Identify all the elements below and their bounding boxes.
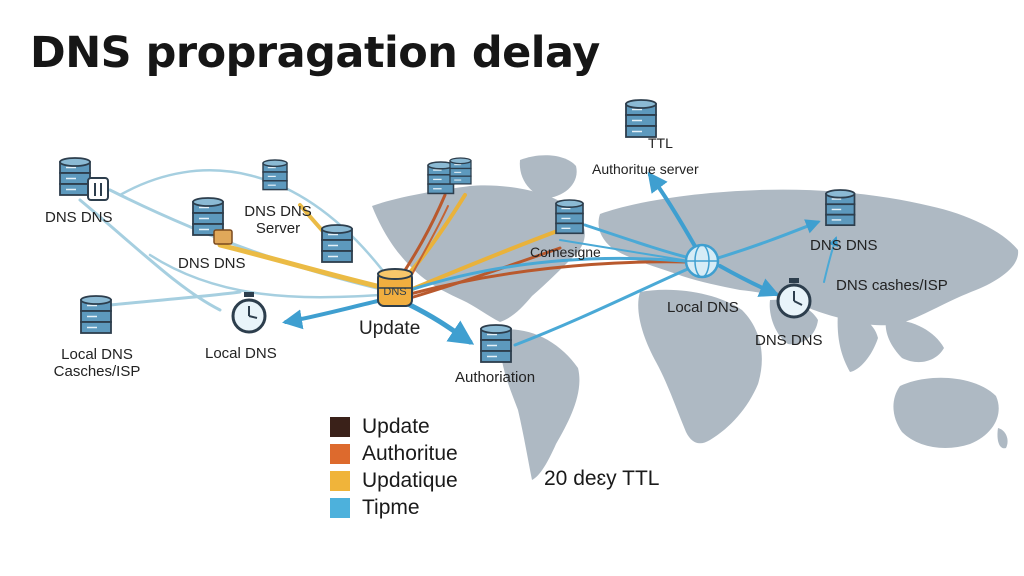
label-local-dns-mid: Local DNS <box>205 345 277 362</box>
connection-wide-arc <box>118 169 392 282</box>
server-icon-authoriation <box>480 324 512 363</box>
legend-swatch <box>330 443 350 464</box>
server-icon-mid-left <box>192 197 224 236</box>
map-new-zealand <box>997 428 1008 449</box>
connection-hub-to-comesigne-brown <box>408 246 562 300</box>
label-local-dns-caches-line2: Casches/ISP <box>53 363 141 381</box>
connection-right-to-dnsdns <box>823 236 839 283</box>
ttl-delay-note: 20 deɛy TTL <box>544 467 660 490</box>
legend-item: Tipme <box>330 494 458 521</box>
server-icon-right <box>825 189 856 227</box>
connection-brown-to-top <box>407 205 449 283</box>
legend-label: Tipme <box>362 495 420 519</box>
hub-badge: DNS <box>383 286 406 298</box>
connection-hub-blue-right <box>408 256 697 292</box>
connections <box>78 169 839 347</box>
page-title: DNS propragation delay <box>30 28 600 78</box>
connection-hub-to-comesigne-orange <box>408 228 562 292</box>
legend-item: Update <box>330 413 458 440</box>
connection-hub-to-local-left <box>282 298 384 330</box>
map-india <box>837 312 878 372</box>
dns-badge-icon <box>87 177 109 201</box>
map-africa <box>638 289 762 444</box>
legend-label: Updatique <box>362 468 458 492</box>
connection-comesigne-to-globe <box>583 223 692 260</box>
label-ttl: TTL <box>648 135 673 151</box>
label-dns-server-line2: Server <box>255 220 301 238</box>
connection-globe-to-right-server <box>716 219 821 260</box>
connection-globe-to-stopwatch <box>718 264 780 297</box>
connection-left-curve <box>78 198 222 312</box>
stopwatch-icon-right <box>776 278 812 319</box>
update-hub-icon: DNS <box>377 268 413 307</box>
label-dns-server: DNS DNS Server <box>243 203 313 238</box>
connection-authoriation-to-globe <box>513 266 692 347</box>
map-southeast-asia <box>885 319 944 363</box>
map-australia <box>893 377 999 448</box>
connection-globe-to-authoritative <box>647 171 698 250</box>
label-dns-dns-left: DNS DNS <box>45 209 113 226</box>
label-authoritue-server: Authoritue server <box>592 161 699 177</box>
label-dns-cashes-isp: DNS cashes/ISP <box>836 277 948 294</box>
label-local-dns-caches-line1: Local DNS <box>61 346 133 363</box>
legend-label: Authoritue <box>362 441 458 465</box>
connection-server-yellow <box>217 242 388 291</box>
legend-swatch <box>330 416 350 437</box>
server-icon-cluster-b <box>449 157 472 185</box>
map-north-america <box>372 185 585 322</box>
server-icon-small <box>262 159 288 191</box>
legend-swatch <box>330 470 350 491</box>
legend-swatch <box>330 497 350 518</box>
legend-item: Authoritue <box>330 440 458 467</box>
server-icons <box>59 99 856 363</box>
label-update-hub: Update <box>359 318 421 339</box>
legend-item: Updatique <box>330 467 458 494</box>
connection-hub-to-authoriation <box>407 302 475 345</box>
server-icon-comesigne <box>555 199 584 235</box>
server-icon-top-left <box>59 157 91 196</box>
label-dns-dns-bottom-right: DNS DNS <box>755 332 823 349</box>
label-local-dns-caches: Local DNS Casches/ISP <box>42 346 152 381</box>
map-eurasia <box>598 189 1019 326</box>
label-local-dns-right: Local DNS <box>667 299 739 316</box>
server-icon-bottom-left <box>80 295 112 334</box>
stopwatch-icon-left <box>231 292 267 334</box>
label-comesigne: Comesigne <box>530 244 601 260</box>
map-greenland <box>519 155 577 198</box>
connection-hub-brown-long <box>408 260 692 296</box>
label-dns-dns-right: DNS DNS <box>810 237 878 254</box>
globe-icon <box>684 243 720 279</box>
lock-badge-icon <box>213 229 233 245</box>
map-south-america <box>499 329 580 480</box>
label-authoriation: Authoriation <box>455 369 536 386</box>
legend-label: Update <box>362 414 430 438</box>
label-dns-dns-mid: DNS DNS <box>178 255 246 272</box>
connection-left-low <box>108 290 242 307</box>
world-map <box>372 155 1019 480</box>
label-dns-server-line1: DNS DNS <box>244 203 312 220</box>
server-icon-stand <box>321 224 353 263</box>
connection-mid-arc <box>148 253 382 299</box>
server-icon-authoritative <box>625 99 657 138</box>
